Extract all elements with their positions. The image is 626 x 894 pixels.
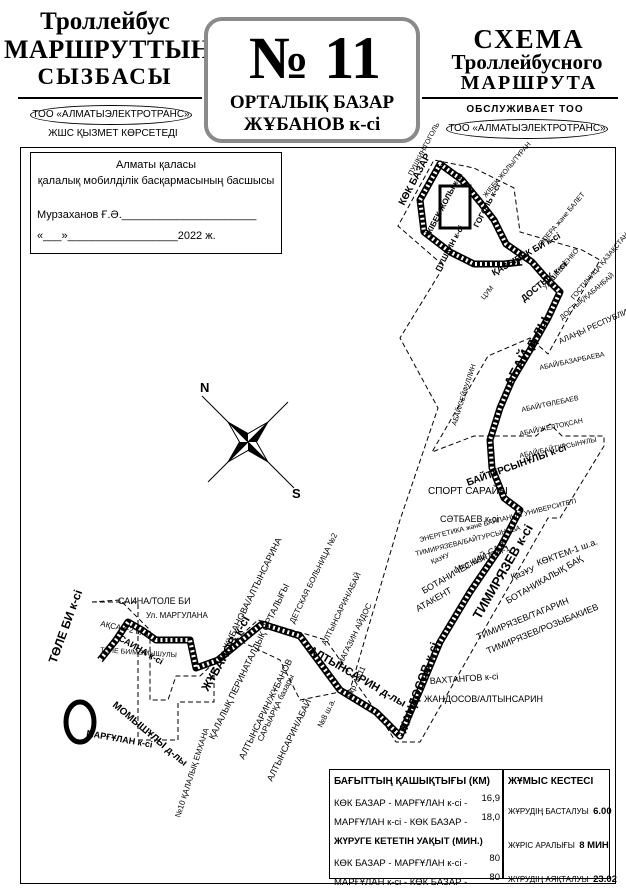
label-sayna-tole-bi: САИНА/ТОЛЕ БИ	[118, 596, 191, 606]
time-row-label: МАРҒҰЛАН к-сі - КӨК БАЗАР -	[334, 877, 468, 888]
schedule-row-value: 23.02	[593, 874, 617, 885]
label-zhandosov: ЖАНДОСОВ к-сі	[395, 640, 441, 736]
kok-bazar-block	[438, 184, 472, 230]
label-abai-tulebaev: АБАЙ/ТӨЛЕБАЕВ	[521, 393, 580, 414]
time-row: КӨК БАЗАР - МАРҒҰЛАН к-сі - 80	[334, 853, 500, 871]
approval-date: «___»__________________2022 ж.	[37, 230, 216, 242]
schedule-row-value: 6.00	[593, 806, 612, 817]
distance-section: БАҒЫТТЫҢ ҚАШЫҚТЫҒЫ (КМ) КӨК БАЗАР - МАРҒ…	[334, 776, 500, 890]
compass-south: S	[292, 486, 301, 501]
header-kk-company: ТОО «АЛМАТЫЭЛЕКТРОТРАНС»	[30, 105, 192, 125]
label-abai-seifullin: АБАЙ/СЕЙФУЛЛИН	[449, 363, 477, 427]
time-row: МАРҒҰЛАН к-сі - КӨК БАЗАР - 80	[334, 872, 500, 890]
route-name-line1: ОРТАЛЫҚ БАЗАР	[229, 92, 395, 113]
route-line	[97, 160, 564, 740]
distance-row-label: МАРҒҰЛАН к-сі - КӨК БАЗАР -	[334, 817, 468, 828]
schedule-section: ЖҰМЫС КЕСТЕСІ ЖҰРУДІҢ БАСТАЛУЫ 6.00 ЖҰРІ…	[508, 776, 617, 887]
compass-north: N	[200, 380, 209, 395]
schedule-row-label: ЖҮРУДІҢ АЯҚТАЛУЫ	[508, 875, 589, 884]
route-number: № 11	[249, 25, 381, 91]
header-ru-line2: Троллейбусного	[451, 50, 603, 74]
distance-row-label: КӨК БАЗАР - МАРҒҰЛАН к-сі -	[334, 798, 468, 809]
schedule-row: ЖҰРУДІҢ БАСТАЛУЫ 6.00	[508, 801, 612, 819]
label-kazybek-bi-zhibek: ЖІБЕК ЖОЛЫ/ТҰРАН	[482, 141, 532, 199]
label-pushkin: ПУШКИН к-сі	[434, 224, 466, 273]
label-zhandosov-altynsarin: ЖАНДОСОВ/АЛТЫНСАРИН	[424, 694, 543, 704]
label-no8: №8 ш.а.	[316, 697, 337, 728]
label-shevchenko: Ул. ШЕВЧЕНКО	[542, 247, 581, 291]
label-zhubanov: ЖҰБАНОВ к-сі	[198, 613, 253, 694]
approval-signatory: Мурзаханов Ғ.Ә.______________________	[37, 209, 257, 221]
schedule-row-label: ЖҰРУДІҢ БАСТАЛУЫ	[508, 807, 589, 816]
approval-line1: Алматы қаласы	[115, 159, 197, 171]
header-ru-service: ОБСЛУЖИВАЕТ ТОО	[466, 104, 584, 115]
time-row-value: 80	[489, 872, 500, 883]
label-opera: ОПЕРА және БАЛЕТ	[538, 191, 587, 247]
header-ru-company: ТОО «АЛМАТЫЭЛЕКТРОТРАНС»	[446, 119, 608, 139]
header-kk-service: ЖШС ҚЫЗМЕТ КӨРСЕТЕДІ	[48, 128, 178, 139]
schedule-row-value: 8 МИН	[579, 840, 609, 851]
label-ul-margulana: Ул. МАРГУЛАНА	[146, 611, 209, 620]
map-frame	[20, 147, 616, 884]
compass-rose: N S	[200, 380, 301, 501]
route-name-line2: ЖҰБАНОВ к-сі	[243, 114, 381, 135]
label-abai-bazarbaeva: АБАЙ/БАЗАРБАЕВА	[539, 349, 606, 372]
schedule-row-label: ЖҰРІС АРАЛЫҒЫ	[508, 841, 575, 850]
info-box: БАҒЫТТЫҢ ҚАШЫҚТЫҒЫ (КМ) КӨК БАЗАР - МАРҒ…	[329, 769, 617, 888]
schedule-title: ЖҰМЫС КЕСТЕСІ	[508, 776, 594, 787]
label-sotbaev: СӘТБАЕВ к-сі	[440, 514, 498, 524]
label-kazgu-2: ҚазҰУ	[430, 552, 451, 566]
distance-row: МАРҒҰЛАН к-сі - КӨК БАЗАР - 18,0	[334, 812, 500, 830]
header-ru-rule	[422, 97, 618, 99]
time-title: ЖҮРУГЕ КЕТЕТІН УАҚЫТ (МИН.)	[334, 836, 483, 847]
distance-row-value: 18,0	[481, 812, 501, 823]
label-bakhtangov: ВАХТАНГОВ к-сі	[429, 671, 498, 686]
label-abai: АБАЙ д-лы	[500, 312, 552, 389]
header-ru-line3: МАРШРУТА	[460, 72, 598, 94]
distance-row: КӨК БАЗАР - МАРҒҰЛАН к-сі - 16,9	[334, 793, 500, 811]
header-ru-line1: СХЕМА	[473, 24, 585, 54]
distance-title: БАҒЫТТЫҢ ҚАШЫҚТЫҒЫ (КМ)	[334, 776, 490, 787]
time-row-label: КӨК БАЗАР - МАРҒҰЛАН к-сі -	[334, 858, 468, 869]
distance-row-value: 16,9	[481, 793, 501, 804]
approval-box: Алматы қаласы қалалық мобилділік басқарм…	[30, 152, 282, 254]
label-tole-bi: ТӨЛЕ БИ к-сі	[46, 588, 85, 665]
header-kk-rule	[18, 97, 202, 99]
margulan-terminal	[63, 699, 97, 745]
info-divider	[502, 770, 504, 878]
header-kk-line1: Троллейбус	[40, 8, 170, 35]
label-ust-zavod: ТОЛЕ БИ/МОМЫШУЛЫ	[100, 647, 177, 659]
label-detskaya-bolnitsa: ДЕТСКАЯ БОЛЬНИЦА №2	[288, 531, 340, 625]
time-row-value: 80	[489, 853, 500, 864]
schedule-row: ЖҮРУДІҢ АЯҚТАЛУЫ 23.02	[508, 869, 617, 887]
header-kk-line2: МАРШРУТТЫҢ	[4, 35, 212, 64]
label-sport-sarayi: СПОРТ САРАЙЫ	[428, 484, 508, 497]
schedule-row: ЖҰРІС АРАЛЫҒЫ 8 МИН	[508, 835, 609, 853]
label-abai-zheltoksan: АБАЙ/ЖЕЛТОҚСАН	[519, 416, 584, 438]
approval-line2: қалалық мобилділік басқармасының басшысы	[37, 175, 275, 187]
label-tsum: ЦУМ	[480, 285, 495, 301]
label-no10-kalalyk: №10 ҚАЛАЛЫҚ ЕМХАНА	[173, 726, 211, 818]
header-kk-line3: СЫЗБАСЫ	[37, 64, 173, 89]
route-number-box	[204, 17, 420, 143]
